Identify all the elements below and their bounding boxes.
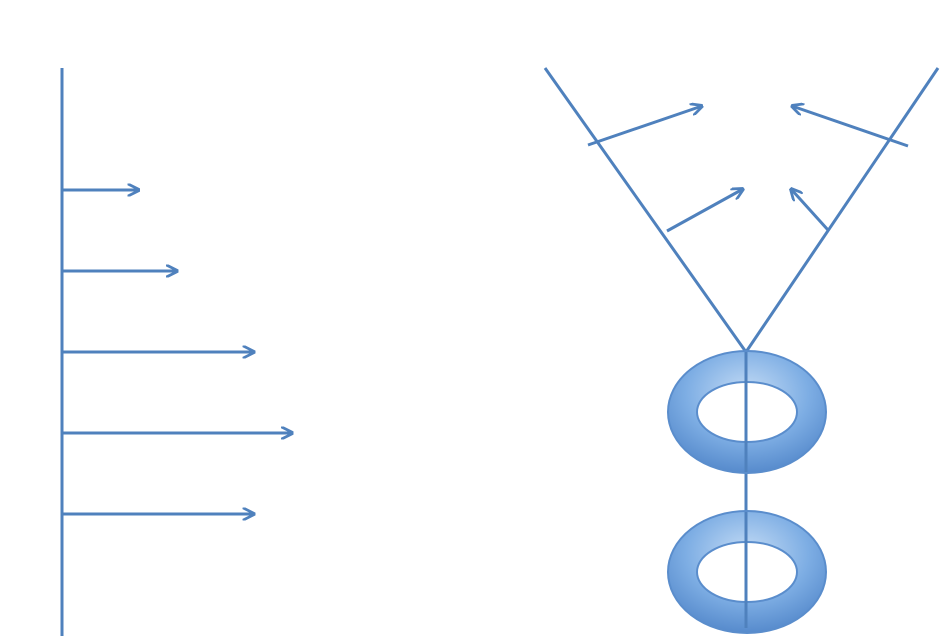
right-wall-line	[744, 67, 940, 353]
inward-arrow-upper-right	[792, 106, 909, 148]
left-wall-line	[543, 67, 748, 353]
v-trap-panel	[543, 67, 940, 634]
lower-ring-magnet	[666, 510, 828, 634]
velocity-arrows-group	[62, 190, 292, 514]
inward-arrow-lower-left	[666, 189, 743, 233]
inward-arrow-upper-left	[587, 106, 702, 147]
velocity-profile-panel	[60, 68, 292, 636]
upper-ring-magnet	[666, 350, 828, 474]
inward-arrow-lower-right	[791, 189, 830, 232]
